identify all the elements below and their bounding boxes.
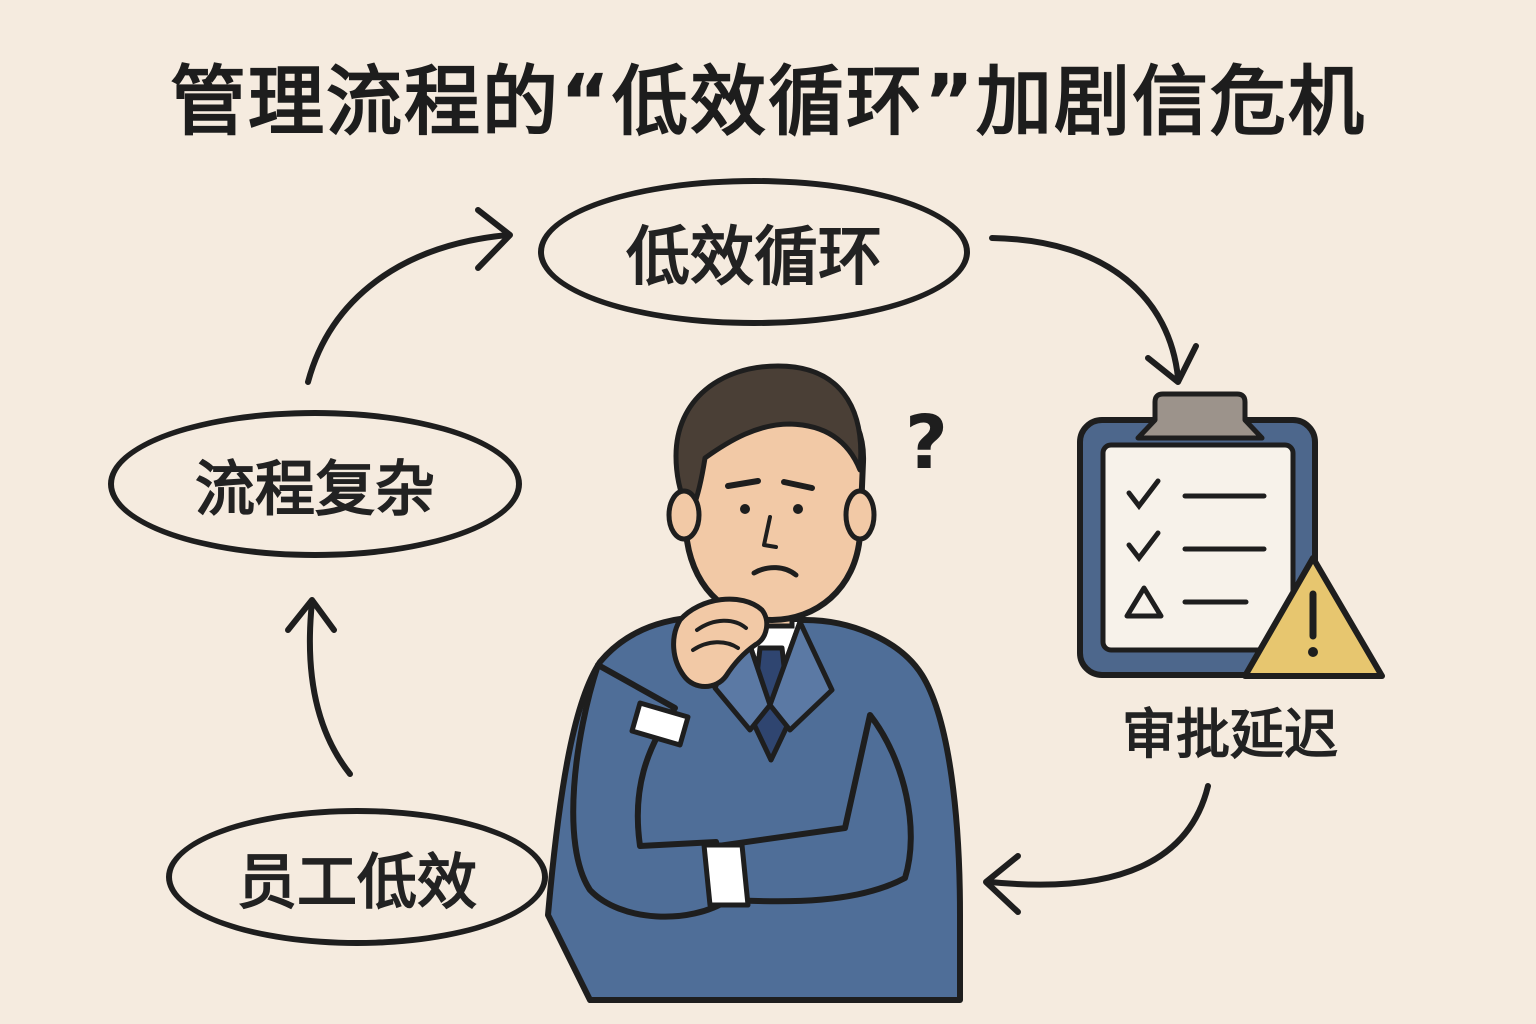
arrow-employee-to-complex xyxy=(306,599,353,777)
node-complex-process: 流程复杂 xyxy=(108,410,522,558)
diagram-title: 管理流程的“低效循环”加剧信危机 xyxy=(170,57,1366,146)
node-approval-delay: 审批延迟 xyxy=(1122,703,1338,766)
question-mark-text: ? xyxy=(905,400,948,486)
arrowhead-right-top xyxy=(1145,343,1199,385)
node-employee-inefficiency: 员工低效 xyxy=(166,808,548,946)
arrowhead-top-left xyxy=(475,207,513,271)
arrowhead-right-bottom xyxy=(983,853,1021,915)
businessman-illustration xyxy=(545,363,963,1003)
clipboard-icon xyxy=(1077,391,1318,678)
arrow-approval-to-employee xyxy=(987,783,1211,888)
node-inefficient-cycle: 低效循环 xyxy=(538,178,970,326)
arrow-inefficient-to-approval xyxy=(989,235,1181,381)
arrow-complex-to-inefficient xyxy=(305,232,511,385)
warning-icon xyxy=(1242,555,1385,679)
arrowhead-left-up xyxy=(285,597,337,633)
